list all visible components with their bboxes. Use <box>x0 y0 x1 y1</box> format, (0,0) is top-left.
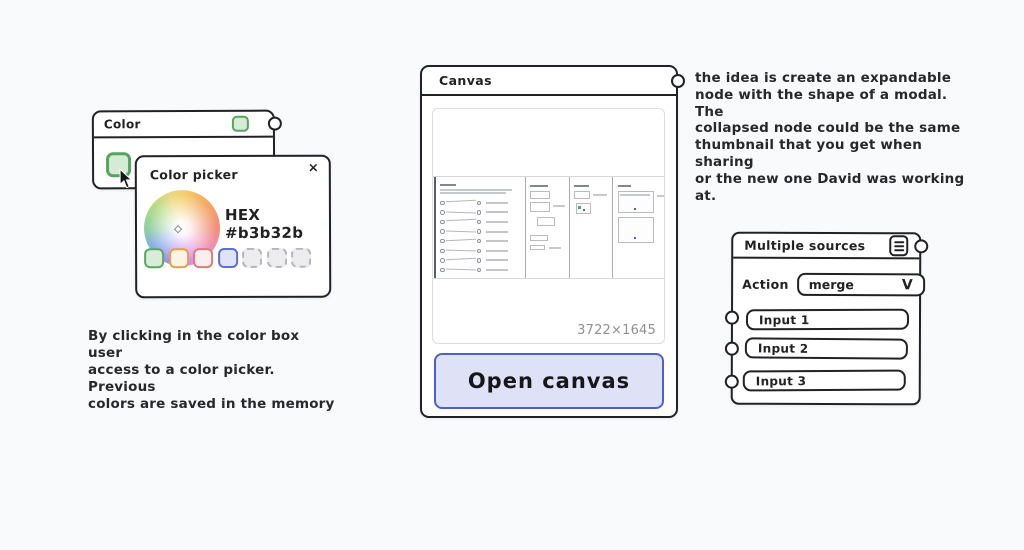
swatch-orange[interactable] <box>168 248 189 269</box>
doc-sketch-rows <box>440 198 520 275</box>
doc-heading <box>618 185 631 187</box>
multiple-sources-node[interactable]: Multiple sources Action merge V Input 1 … <box>724 231 929 406</box>
doc-column-divider <box>525 177 526 278</box>
input-slot-1[interactable]: Input 1 <box>745 308 910 331</box>
doc-green-dot <box>578 206 581 209</box>
wheel-cursor-icon[interactable] <box>173 224 183 234</box>
doc-box <box>537 217 555 226</box>
swatch-red[interactable] <box>193 248 214 269</box>
multiple-sources-title: Multiple sources <box>744 237 866 254</box>
doc-box <box>576 203 591 214</box>
canvas-window[interactable]: Canvas <box>420 65 685 418</box>
connector-port-icon[interactable] <box>724 374 739 389</box>
right-caption: the idea is create an expandable node wi… <box>695 70 965 204</box>
multiple-sources-titlebar[interactable]: Multiple sources <box>733 233 929 260</box>
hex-label: HEX <box>224 205 261 225</box>
doc-line <box>549 247 561 249</box>
doc-line <box>440 192 506 194</box>
swatch-green[interactable] <box>144 248 165 269</box>
doc-box <box>530 235 548 241</box>
color-window[interactable]: Color <box>91 109 282 190</box>
doc-box <box>530 191 550 199</box>
hex-value: #b3b32b <box>224 223 304 243</box>
doc-column-divider <box>569 177 570 278</box>
open-canvas-button[interactable]: Open canvas <box>434 353 664 409</box>
doc-heading <box>530 185 548 187</box>
color-picker-title: Color picker <box>149 166 238 183</box>
doc-blue-dot <box>634 237 636 239</box>
doc-line <box>657 195 664 197</box>
canvas-titlebar[interactable]: Canvas <box>422 67 685 96</box>
doc-box <box>574 191 590 199</box>
doc-blue-dot <box>583 209 585 211</box>
swatch-empty-slot[interactable] <box>291 247 312 268</box>
connector-port-icon[interactable] <box>267 116 282 131</box>
doc-column-divider <box>612 177 613 278</box>
color-picker-modal[interactable]: Color picker × HEX #b3b32b <box>134 154 332 299</box>
doc-box <box>530 202 550 212</box>
hex-readout: HEX #b3b32b <box>225 206 303 242</box>
doc-heading <box>574 185 589 187</box>
doc-line <box>440 189 512 191</box>
thumbnail-dimensions: 3722×1645 <box>577 323 656 338</box>
doc-line <box>620 194 650 196</box>
input-slot-2[interactable]: Input 2 <box>744 337 908 360</box>
connector-port-icon[interactable] <box>914 239 929 254</box>
connector-port-icon[interactable] <box>724 310 740 325</box>
connector-port-icon[interactable] <box>671 74 685 88</box>
color-window-titlebar[interactable]: Color <box>93 111 282 139</box>
doc-box <box>530 245 545 250</box>
doc-left-edge <box>434 177 436 278</box>
menu-icon[interactable] <box>889 235 909 257</box>
action-label: Action <box>742 276 789 292</box>
doc-line <box>553 205 565 207</box>
saved-colors-row <box>144 247 312 269</box>
close-icon[interactable]: × <box>307 160 319 176</box>
canvas-thumbnail: 3722×1645 <box>432 108 665 344</box>
color-window-title: Color <box>103 117 141 132</box>
mouse-cursor-icon <box>119 168 133 189</box>
action-dropdown[interactable]: merge V <box>796 272 925 297</box>
doc-line <box>593 194 607 196</box>
chevron-down-icon: V <box>901 276 913 293</box>
current-color-swatch[interactable] <box>231 115 249 132</box>
action-row: Action merge V <box>742 272 925 297</box>
left-caption: By clicking in the color box user access… <box>88 328 335 412</box>
swatch-empty-slot[interactable] <box>242 247 263 268</box>
input-slot-3[interactable]: Input 3 <box>742 369 906 392</box>
doc-window-box <box>618 217 654 243</box>
thumbnail-doc <box>433 176 664 279</box>
doc-blue-dot <box>634 208 636 210</box>
swatch-empty-slot[interactable] <box>266 247 287 268</box>
connector-port-icon[interactable] <box>724 341 739 356</box>
doc-heading <box>440 184 456 186</box>
canvas-title: Canvas <box>439 73 492 88</box>
swatch-blue[interactable] <box>217 247 238 269</box>
doc-window-box <box>618 191 654 213</box>
action-dropdown-value: merge <box>808 276 854 293</box>
